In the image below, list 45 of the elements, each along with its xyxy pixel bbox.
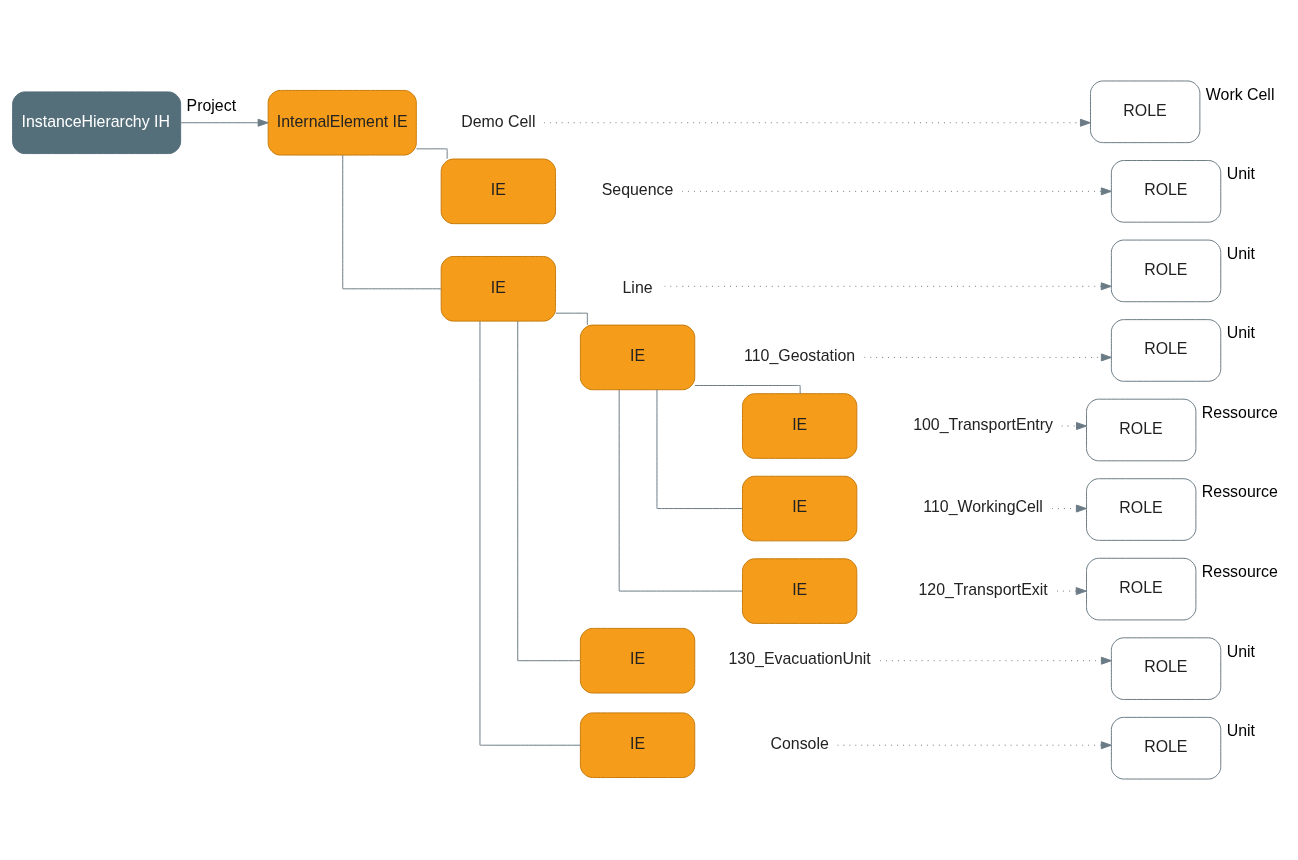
connector	[618, 389, 743, 592]
arrow	[863, 353, 1112, 362]
node-text: Console	[770, 734, 829, 752]
arrow	[837, 741, 1112, 750]
node-label: Ressource	[1201, 483, 1278, 501]
node-text: 120_TransportExit	[918, 580, 1048, 598]
node-label: Unit	[1226, 722, 1255, 740]
node-text: Sequence	[601, 181, 674, 199]
connector	[479, 320, 581, 746]
arrow	[681, 187, 1112, 196]
node-text: 110_Geostation	[744, 347, 856, 365]
node-box: IE	[579, 324, 696, 391]
arrow	[1051, 504, 1087, 513]
node-box: InternalElement IE	[267, 89, 417, 156]
connector	[342, 154, 442, 290]
connector	[416, 148, 448, 160]
arrow	[180, 118, 269, 127]
node-box: IE	[440, 256, 557, 322]
connector	[517, 320, 581, 662]
node-box: IE	[741, 393, 858, 459]
node-box: IE	[579, 627, 696, 694]
node-label: Work Cell	[1205, 85, 1275, 103]
node-text: 110_WorkingCell	[923, 498, 1043, 516]
connector	[694, 385, 801, 395]
connector	[656, 389, 743, 510]
arrow	[543, 118, 1091, 127]
arrow	[1056, 587, 1087, 596]
node-text: 130_EvacuationUnit	[728, 650, 871, 668]
node-box: IE	[741, 558, 858, 624]
node-label: Unit	[1226, 324, 1255, 342]
node-text: Demo Cell	[461, 112, 536, 130]
node-text: Line	[622, 278, 653, 296]
node-label: Ressource	[1201, 562, 1278, 580]
arrow	[879, 656, 1112, 665]
node-box: IE	[440, 158, 557, 225]
node-box: IE	[741, 475, 858, 542]
node-text: 100_TransportEntry	[913, 415, 1054, 433]
arrow	[1061, 422, 1087, 430]
node-label: Ressource	[1201, 403, 1278, 421]
connector	[555, 312, 588, 326]
node-label: Unit	[1226, 165, 1255, 183]
node-label: Project	[186, 96, 237, 114]
node-label: Unit	[1226, 244, 1255, 262]
node-box: IE	[579, 712, 696, 779]
node-label: Unit	[1226, 642, 1255, 660]
